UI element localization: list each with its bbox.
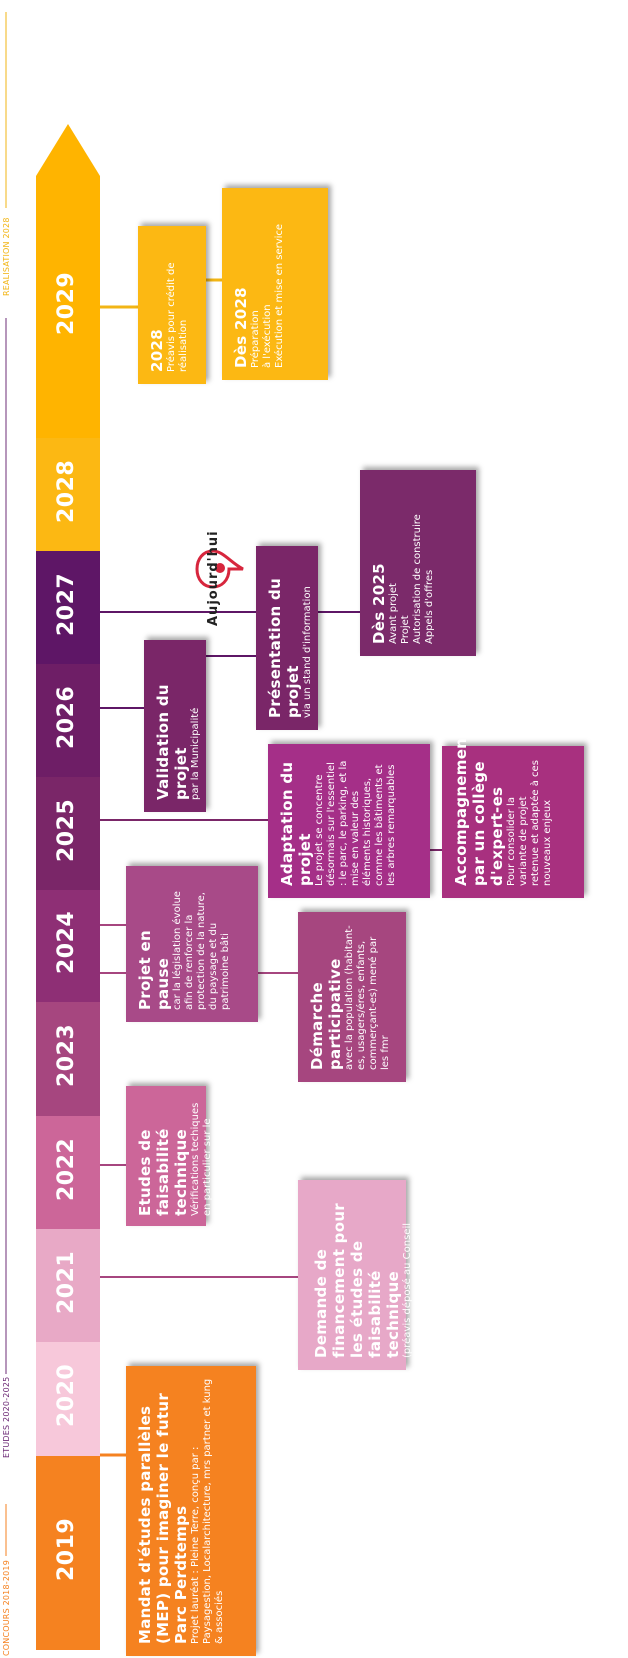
card-credit2028-body: Préavis pour crédit de réalisation	[166, 262, 189, 372]
today-marker	[195, 549, 244, 589]
card-des2025-line-4: Appels d'offres	[424, 569, 435, 644]
card-des2028-line-1: Préparation	[250, 310, 261, 368]
card-mep: Mandat d'études parallèles (MEP) pour im…	[126, 1366, 256, 1656]
card-validation-title: Validation du projet	[154, 684, 190, 800]
card-des2028: Dès 2028 Préparation à l'exécution Exécu…	[222, 188, 328, 380]
card-mep-title: Mandat d'études parallèles (MEP) pour im…	[136, 1392, 190, 1644]
card-accompagnement: Accompagnement par un collège d'expert-e…	[442, 730, 584, 898]
card-credit2028-title: 2028	[148, 329, 166, 372]
card-etudes-title: Etudes de faisabilité technique	[136, 1128, 190, 1216]
card-adaptation-title: Adaptation du projet	[278, 761, 314, 886]
year-label-2025: 2025	[54, 798, 79, 862]
card-demarche-title: Démarche participative	[308, 958, 344, 1070]
year-label-2021: 2021	[54, 1250, 79, 1314]
year-label-2028: 2028	[54, 459, 79, 523]
card-des2025-title: Dès 2025	[370, 563, 388, 644]
card-mep-body: Projet lauréat : Pleine Terre, conçu par…	[190, 1378, 225, 1644]
year-label-2024: 2024	[54, 910, 79, 974]
card-credit2028: 2028 Préavis pour crédit de réalisation	[138, 226, 206, 384]
card-pause-body: car la législation évolue afin de renfor…	[172, 891, 231, 1010]
year-label-2026: 2026	[54, 685, 79, 749]
card-accompagnement-title: Accompagnement par un collège d'expert-e…	[452, 730, 506, 886]
today-label: Aujourd'hui	[206, 530, 221, 626]
card-adaptation: Adaptation du projet Le projet se concen…	[268, 744, 430, 898]
year-arrow-2019	[36, 1404, 100, 1650]
card-presentation-body: via un stand d'information	[302, 586, 313, 718]
year-label-2029: 2029	[54, 271, 79, 335]
map-pin-dot	[215, 563, 225, 573]
year-arrow-2029	[36, 124, 100, 438]
card-demarche-body: avec la population (habitant-es, usagers…	[344, 925, 391, 1070]
year-label-2019: 2019	[54, 1517, 79, 1581]
year-label-2023: 2023	[54, 1023, 79, 1087]
card-demarche: Démarche participative avec la populatio…	[298, 912, 406, 1082]
card-des2028-line-2: à l'exécution	[262, 304, 273, 368]
card-des2025-line-3: Autorisation de construire	[412, 514, 423, 644]
card-des2025-line-2: Projet	[400, 615, 411, 644]
card-des2028-line-3: Exécution et mise en service	[274, 223, 285, 368]
year-label-2020: 2020	[54, 1363, 79, 1427]
card-accompagnement-body: Pour consolider la variante de projet re…	[506, 760, 553, 886]
card-validation-body: par la Municipalité	[190, 707, 201, 800]
card-demande-title: Demande de financement pour les études d…	[312, 1202, 402, 1358]
card-des2028-title: Dès 2028	[232, 287, 250, 368]
card-demande-body: (préavis déposé au Conseil communal)	[402, 1222, 425, 1358]
card-pause: Projet en pause car la législation évolu…	[126, 866, 258, 1022]
year-label-2027: 2027	[54, 572, 79, 636]
card-validation: Validation du projet par la Municipalité	[144, 640, 206, 812]
card-etudes: Etudes de faisabilité technique Vérifica…	[126, 1086, 225, 1226]
card-pause-title: Projet en pause	[136, 930, 172, 1010]
card-des2025: Dès 2025 Avant projet Projet Autorisatio…	[360, 470, 476, 656]
card-adaptation-body: Le projet se concentre désormais sur l'e…	[314, 760, 397, 886]
card-etudes-body: Vérifications techiques en particulier s…	[190, 1102, 225, 1216]
year-label-2022: 2022	[54, 1137, 79, 1201]
card-demande: Demande de financement pour les études d…	[298, 1180, 425, 1370]
card-des2025-line-1: Avant projet	[388, 583, 399, 644]
